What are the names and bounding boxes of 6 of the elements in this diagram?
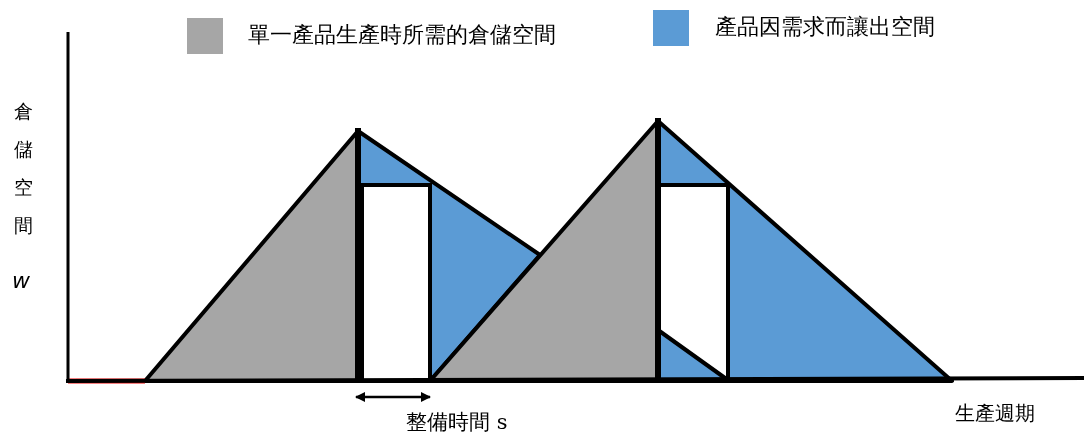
legend-label: 單一產品生產時所需的倉儲空間: [248, 21, 556, 49]
axis-label: 倉儲空間: [12, 99, 34, 238]
dimension-label: 整備時間 s: [406, 409, 508, 436]
legend-label: 產品因需求而讓出空間: [715, 13, 935, 41]
axis-variable: w: [12, 268, 30, 293]
axis-label: 生產週期: [955, 400, 1035, 427]
